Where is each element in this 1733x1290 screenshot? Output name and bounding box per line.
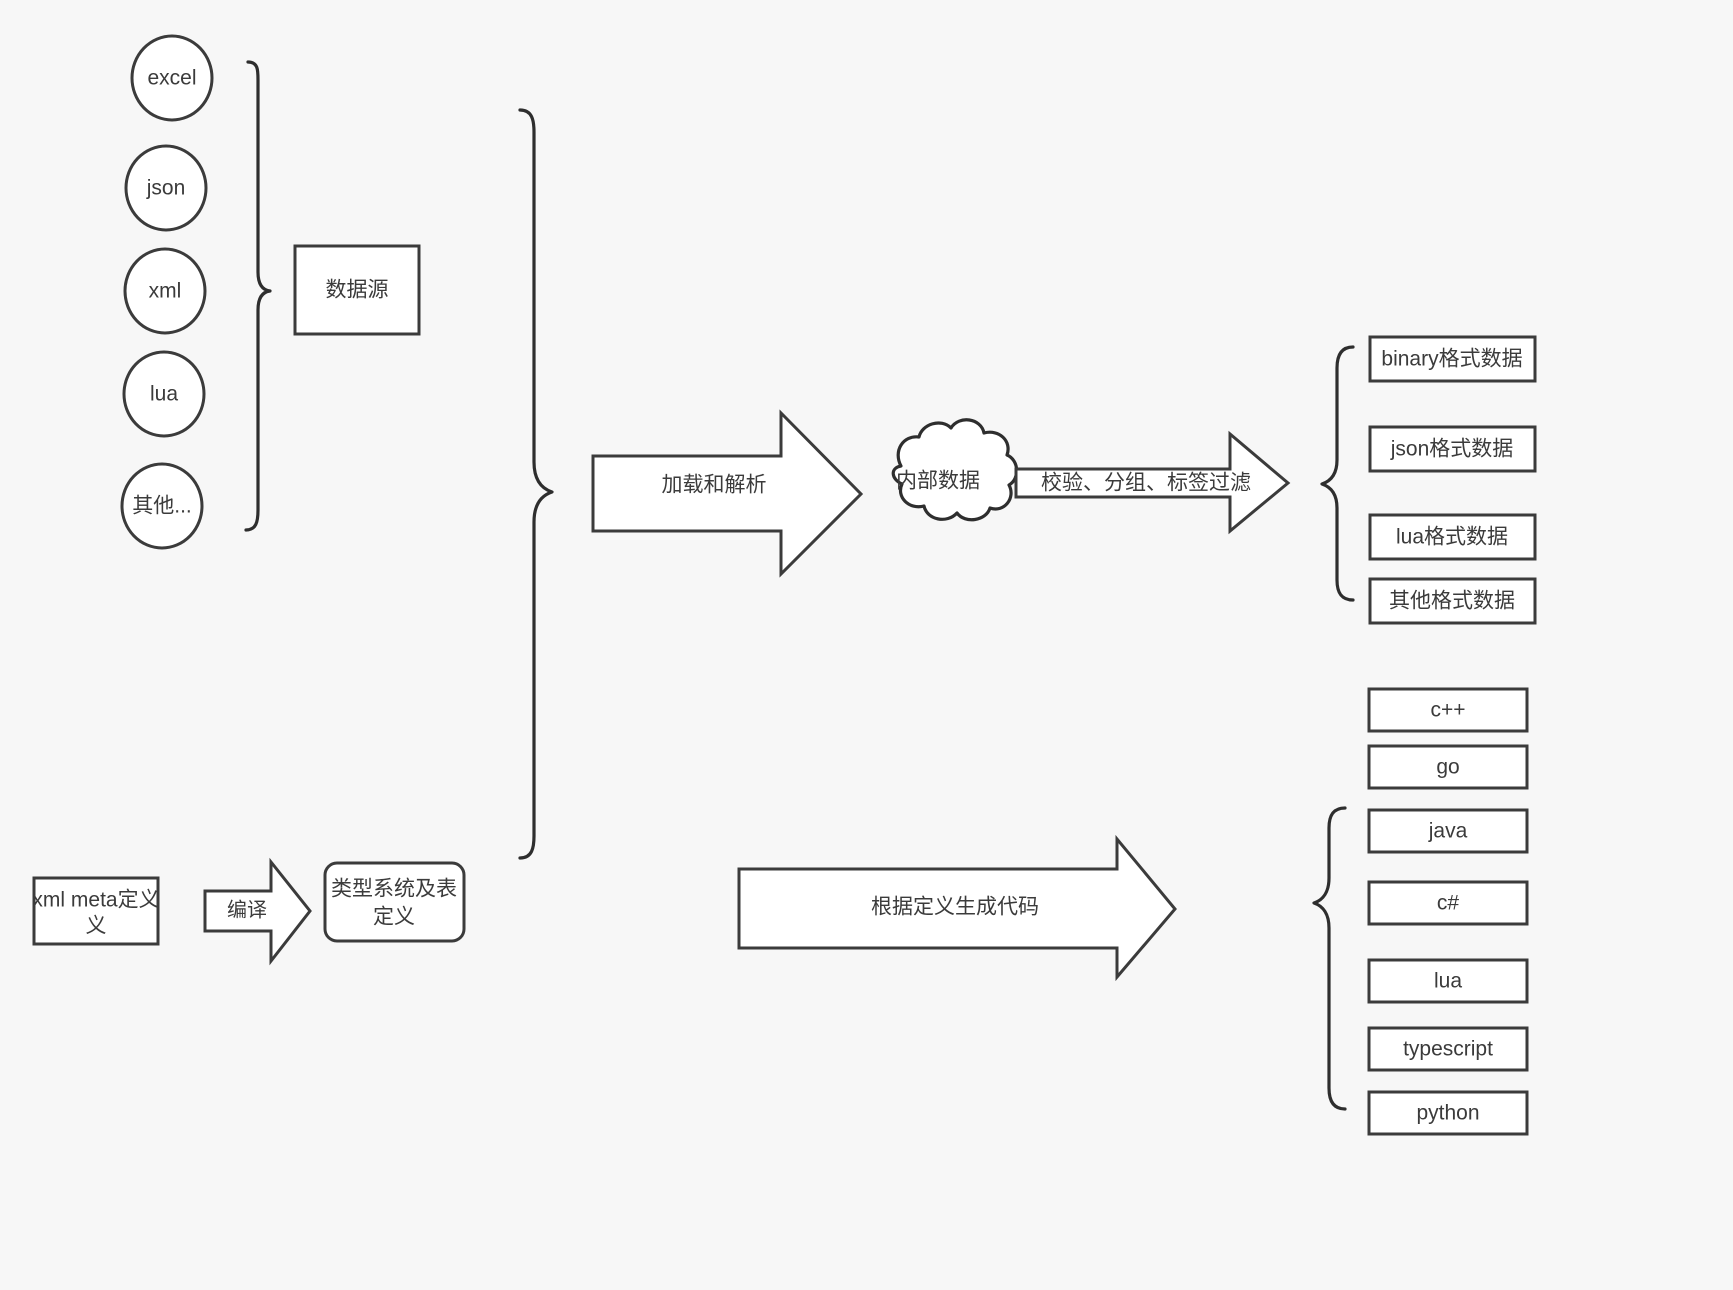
languages-brace bbox=[1312, 806, 1347, 1111]
format-box-lua[interactable]: lua格式数据 bbox=[1368, 513, 1537, 561]
arrow-generate-code-label: 根据定义生成代码 bbox=[871, 896, 1039, 919]
language-box-typescript[interactable]: typescript bbox=[1367, 1026, 1529, 1072]
source-node-lua[interactable]: lua bbox=[122, 350, 206, 438]
language-box-java[interactable]: java bbox=[1367, 808, 1529, 854]
arrow-generate-code[interactable]: 根据定义生成代码 bbox=[737, 834, 1177, 982]
language-box-lua[interactable]: lua bbox=[1367, 958, 1529, 1004]
xml-meta-box-label-line2: 义 bbox=[86, 915, 107, 938]
language-box-csharp[interactable]: c# bbox=[1367, 880, 1529, 926]
language-box-csharp-label: c# bbox=[1437, 892, 1460, 915]
language-box-go-label: go bbox=[1436, 756, 1459, 779]
source-node-xml[interactable]: xml bbox=[123, 247, 207, 335]
format-box-other-label: 其他格式数据 bbox=[1389, 590, 1515, 613]
source-label-json: json bbox=[146, 177, 186, 200]
datasource-box-label: 数据源 bbox=[326, 279, 389, 302]
source-node-json[interactable]: json bbox=[124, 144, 208, 232]
language-box-typescript-label: typescript bbox=[1403, 1038, 1493, 1061]
source-node-excel[interactable]: excel bbox=[130, 34, 214, 122]
source-node-other[interactable]: 其他... bbox=[120, 462, 204, 550]
internal-data-cloud[interactable]: 内部数据 bbox=[891, 418, 1019, 522]
arrow-compile-label: 编译 bbox=[227, 898, 267, 921]
arrow-validate-group-filter-label: 校验、分组、标签过滤 bbox=[1041, 472, 1251, 495]
arrow-compile[interactable]: 编译 bbox=[203, 857, 312, 966]
source-label-lua: lua bbox=[150, 383, 178, 406]
arrow-load-parse-label: 加载和解析 bbox=[662, 474, 767, 497]
type-system-box-label-line1: 类型系统及表 bbox=[331, 878, 457, 901]
source-label-other: 其他... bbox=[132, 495, 192, 518]
inputs-brace bbox=[518, 108, 554, 860]
type-system-box-label-line2: 定义 bbox=[373, 906, 415, 929]
format-box-json-label: json格式数据 bbox=[1390, 438, 1514, 461]
formats-brace bbox=[1320, 345, 1355, 602]
language-box-java-label: java bbox=[1428, 820, 1468, 843]
type-system-box[interactable]: 类型系统及表 定义 bbox=[323, 861, 466, 943]
source-label-excel: excel bbox=[147, 67, 196, 90]
language-box-python-label: python bbox=[1416, 1102, 1479, 1125]
arrow-load-parse[interactable]: 加载和解析 bbox=[591, 409, 864, 578]
internal-data-cloud-label: 内部数据 bbox=[896, 470, 980, 493]
datasource-box[interactable]: 数据源 bbox=[293, 244, 421, 336]
format-box-binary-label: binary格式数据 bbox=[1381, 348, 1522, 371]
format-box-lua-label: lua格式数据 bbox=[1396, 526, 1508, 549]
language-box-python[interactable]: python bbox=[1367, 1090, 1529, 1136]
language-box-go[interactable]: go bbox=[1367, 744, 1529, 790]
format-box-json[interactable]: json格式数据 bbox=[1368, 425, 1537, 473]
xml-meta-box-label-line1: xml meta定义 bbox=[32, 889, 159, 912]
xml-meta-box[interactable]: xml meta定义 义 bbox=[32, 876, 160, 946]
language-box-cpp-label: c++ bbox=[1430, 699, 1465, 722]
language-box-cpp[interactable]: c++ bbox=[1367, 687, 1529, 733]
sources-brace bbox=[244, 60, 272, 532]
arrow-validate-group-filter[interactable]: 校验、分组、标签过滤 bbox=[1014, 430, 1291, 535]
format-box-binary[interactable]: binary格式数据 bbox=[1368, 335, 1537, 383]
source-label-xml: xml bbox=[149, 280, 182, 303]
language-box-lua-label: lua bbox=[1434, 970, 1462, 993]
format-box-other[interactable]: 其他格式数据 bbox=[1368, 577, 1537, 625]
